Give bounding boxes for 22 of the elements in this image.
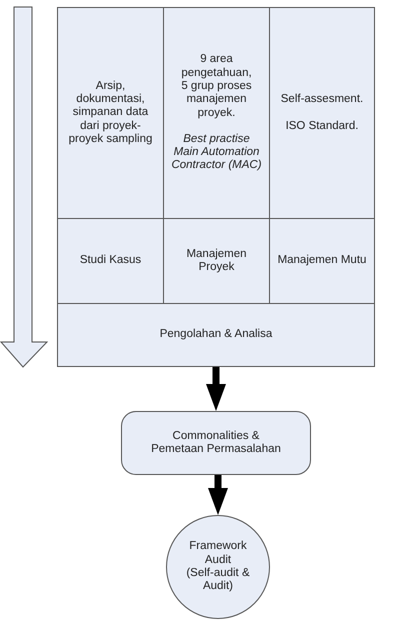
- node-text: Pengolahan & Analisa: [160, 328, 272, 342]
- node-text: Commonalities & Pemetaan Permasalahan: [150, 430, 282, 456]
- node-text: Manajemen Mutu: [278, 254, 366, 268]
- arrow: [208, 475, 228, 515]
- node-text: 9 area pengetahuan, 5 grup proses manajemen proyek.: [180, 53, 253, 120]
- grid-cell: [57, 303, 375, 367]
- node-text: Manajemen Proyek: [185, 248, 248, 274]
- grid-cell: [57, 7, 164, 219]
- node-text: Best practise Main Automation Contractor (MAC): [170, 132, 262, 173]
- circle-node: [166, 515, 270, 619]
- grid-cell: [269, 7, 375, 219]
- node-text: Arsip, dokumentasi, simpanan data dari proyek-proyek sampling: [68, 80, 154, 146]
- node-text: Self-assesment.: [280, 93, 364, 106]
- grid-cell: [163, 7, 270, 219]
- node-text: Studi Kasus: [80, 254, 142, 268]
- grid-cell: [269, 218, 375, 304]
- node-text: Framework Audit (Self-audit & Audit): [185, 540, 251, 594]
- process-box: [121, 411, 311, 475]
- grid-cell: [163, 218, 270, 304]
- grid-cell: [57, 218, 164, 304]
- node-text: ISO Standard.: [286, 120, 358, 133]
- arrow: [206, 367, 226, 411]
